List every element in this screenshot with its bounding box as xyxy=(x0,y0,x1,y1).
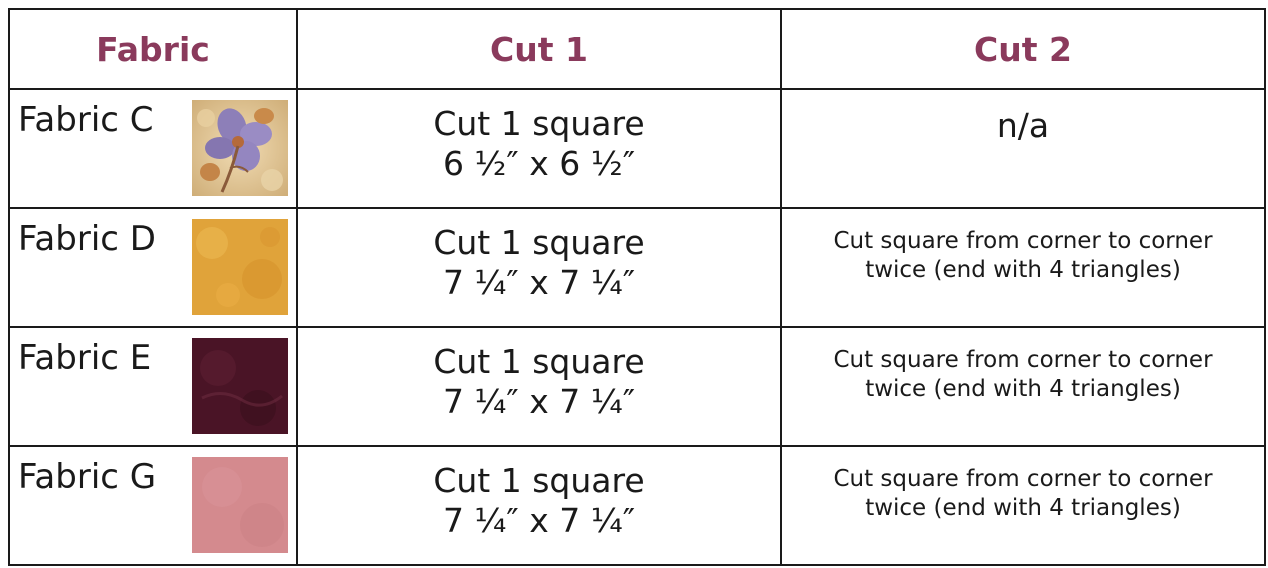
cut1-instruction: Cut 1 square xyxy=(433,461,645,500)
fabric-name: Fabric D xyxy=(18,219,156,259)
cut1-instruction: Cut 1 square xyxy=(433,342,645,381)
fabric-cell: Fabric D xyxy=(8,207,298,328)
pink-fabric-swatch-icon xyxy=(192,457,288,553)
golden-fabric-swatch-icon xyxy=(192,219,288,315)
cut2-cell: Cut square from corner to corner twice (… xyxy=(780,207,1266,328)
cut1-dimensions: 6 ½″ x 6 ½″ xyxy=(442,144,636,183)
fabric-cell: Fabric E xyxy=(8,326,298,447)
cut2-instruction-line1: Cut square from corner to corner xyxy=(833,228,1213,254)
cut1-dimensions: 7 ¼″ x 7 ¼″ xyxy=(442,263,636,302)
cut1-instruction: Cut 1 square xyxy=(433,223,645,262)
fabric-cell: Fabric C xyxy=(8,88,298,209)
header-cut1: Cut 1 xyxy=(296,8,782,90)
cut1-instruction: Cut 1 square xyxy=(433,104,645,143)
fabric-cell: Fabric G xyxy=(8,445,298,566)
cut1-cell: Cut 1 square 7 ¼″ x 7 ¼″ xyxy=(296,207,782,328)
cut1-cell: Cut 1 square 7 ¼″ x 7 ¼″ xyxy=(296,445,782,566)
cut2-instruction-line2: twice (end with 4 triangles) xyxy=(865,257,1181,283)
cut2-instruction-line1: Cut square from corner to corner xyxy=(833,347,1213,373)
fabric-name: Fabric E xyxy=(18,338,152,378)
plum-fabric-swatch-icon xyxy=(192,338,288,434)
cut2-cell: n/a xyxy=(780,88,1266,209)
cut2-instruction-line1: Cut square from corner to corner xyxy=(833,466,1213,492)
table-row: Fabric D Cut 1 square 7 ¼″ x 7 ¼″ Cut sq… xyxy=(8,207,1266,328)
cut2-instruction-line2: twice (end with 4 triangles) xyxy=(865,495,1181,521)
cut2-cell: Cut square from corner to corner twice (… xyxy=(780,326,1266,447)
fabric-cutting-table: Fabric Cut 1 Cut 2 Fabric C xyxy=(8,8,1266,566)
cut2-instruction-line2: twice (end with 4 triangles) xyxy=(865,376,1181,402)
cut1-cell: Cut 1 square 6 ½″ x 6 ½″ xyxy=(296,88,782,209)
floral-fabric-swatch-icon xyxy=(192,100,288,196)
table-row: Fabric G Cut 1 square 7 ¼″ x 7 ¼″ Cut sq… xyxy=(8,445,1266,566)
cut1-dimensions: 7 ¼″ x 7 ¼″ xyxy=(442,382,636,421)
header-fabric: Fabric xyxy=(8,8,298,90)
header-cut2: Cut 2 xyxy=(780,8,1266,90)
table-row: Fabric C xyxy=(8,88,1266,209)
fabric-name: Fabric G xyxy=(18,457,157,497)
fabric-name: Fabric C xyxy=(18,100,154,140)
table-row: Fabric E Cut 1 square 7 ¼″ x 7 ¼″ Cut sq… xyxy=(8,326,1266,447)
cut2-instruction: n/a xyxy=(996,106,1050,145)
header-row: Fabric Cut 1 Cut 2 xyxy=(8,8,1266,90)
cut1-cell: Cut 1 square 7 ¼″ x 7 ¼″ xyxy=(296,326,782,447)
cut1-dimensions: 7 ¼″ x 7 ¼″ xyxy=(442,501,636,540)
cut2-cell: Cut square from corner to corner twice (… xyxy=(780,445,1266,566)
